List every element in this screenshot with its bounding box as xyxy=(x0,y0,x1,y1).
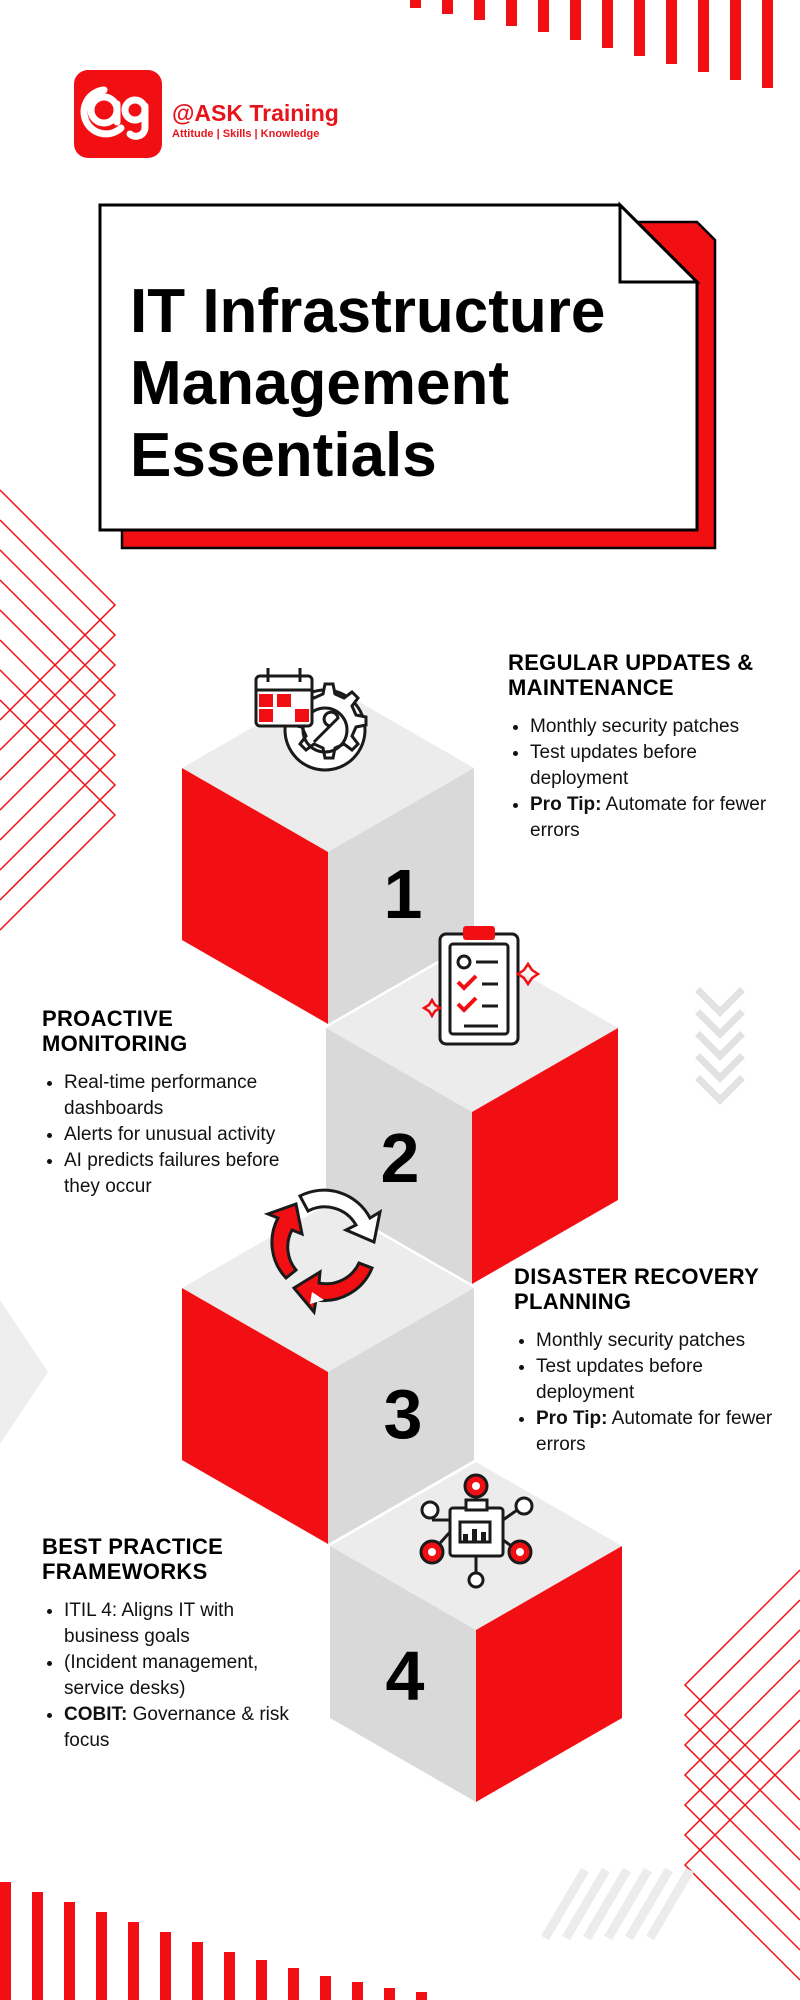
logo-icon xyxy=(80,86,149,140)
list-item: (Incident management, service desks) xyxy=(64,1650,312,1702)
list-item: Test updates before deployment xyxy=(530,740,778,792)
section-disaster-recovery: DISASTER RECOVERY PLANNING Monthly secur… xyxy=(514,1264,794,1458)
calendar-gear-icon xyxy=(254,668,368,772)
bottom-right-line-pattern xyxy=(683,1569,800,1981)
brand-tagline: Attitude | Skills | Knowledge xyxy=(172,128,320,140)
section-regular-updates: REGULAR UPDATES & MAINTENANCE Monthly se… xyxy=(508,650,778,844)
left-line-pattern xyxy=(0,489,117,931)
list-item: Pro Tip: Automate for fewer errors xyxy=(536,1406,794,1458)
section-proactive-monitoring: PROACTIVE MONITORING Real-time performan… xyxy=(42,1006,312,1200)
title-card xyxy=(98,201,717,550)
step-number-4: 4 xyxy=(386,1637,425,1715)
chevron-down-icon xyxy=(695,987,745,1105)
title-line-3: Essentials xyxy=(130,421,437,490)
list-item: Alerts for unusual activity xyxy=(64,1122,312,1148)
checklist-icon xyxy=(421,926,541,1046)
list-item: COBIT: Governance & risk focus xyxy=(64,1702,312,1754)
title-line-2: Management xyxy=(130,349,509,418)
list-item: Monthly security patches xyxy=(530,714,778,740)
list-item: AI predicts failures before they occur xyxy=(64,1148,312,1200)
list-item: ITIL 4: Aligns IT with business goals xyxy=(64,1598,312,1650)
cube-4: 4 xyxy=(330,1462,622,1802)
brand-text: @ASK Training Attitude | Skills | Knowle… xyxy=(172,100,339,141)
brand-logo xyxy=(74,70,162,158)
page-title: IT Infrastructure Management Essentials xyxy=(130,276,690,492)
step-number-3: 3 xyxy=(384,1375,423,1453)
bullet-list: Monthly security patches Test updates be… xyxy=(514,1328,794,1458)
bullet-list: ITIL 4: Aligns IT with business goals (I… xyxy=(42,1598,312,1754)
section-heading: BEST PRACTICE FRAMEWORKS xyxy=(42,1534,224,1584)
section-heading: DISASTER RECOVERY PLANNING xyxy=(514,1264,759,1314)
section-heading: REGULAR UPDATES & MAINTENANCE xyxy=(508,650,754,700)
bottom-left-stripes xyxy=(0,1882,427,2000)
cube-3: 3 xyxy=(182,1204,474,1544)
list-item: Test updates before deployment xyxy=(536,1354,794,1406)
section-heading: PROACTIVE MONITORING xyxy=(42,1006,188,1056)
framework-network-icon xyxy=(419,1473,534,1589)
title-line-1: IT Infrastructure xyxy=(130,277,606,346)
list-item: Monthly security patches xyxy=(536,1328,794,1354)
brand-name: @ASK Training xyxy=(172,100,339,126)
step-number-2: 2 xyxy=(381,1119,420,1197)
bottom-grey-slashes xyxy=(541,1867,694,1941)
recovery-cycle-icon xyxy=(263,1188,383,1316)
top-right-stripes xyxy=(410,0,773,88)
left-grey-triangle xyxy=(0,1300,48,1444)
section-best-practice: BEST PRACTICE FRAMEWORKS ITIL 4: Aligns … xyxy=(42,1534,312,1754)
step-number-1: 1 xyxy=(384,855,423,933)
bullet-list: Real-time performance dashboards Alerts … xyxy=(42,1070,312,1200)
bullet-list: Monthly security patches Test updates be… xyxy=(508,714,778,844)
list-item: Real-time performance dashboards xyxy=(64,1070,312,1122)
list-item: Pro Tip: Automate for fewer errors xyxy=(530,792,778,844)
